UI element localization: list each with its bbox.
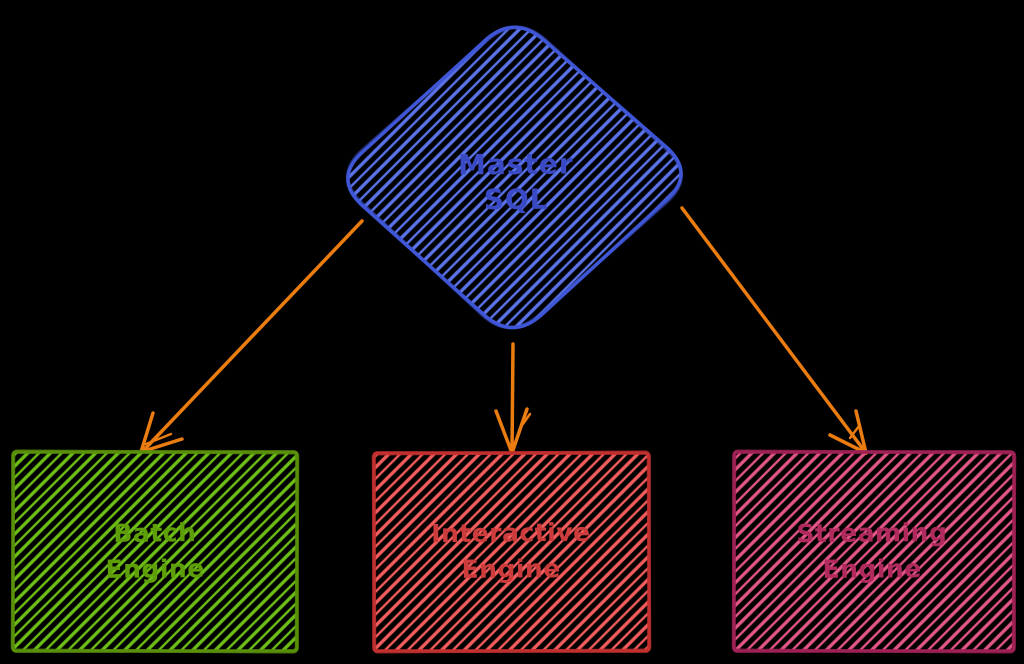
edge-master-sql-to-streaming-engine[interactable] [680, 206, 868, 455]
node-streaming-engine[interactable] [731, 449, 1017, 654]
node-interactive-engine[interactable] [371, 450, 652, 654]
edge-master-sql-to-batch-engine[interactable] [139, 219, 364, 454]
node-master-sql[interactable] [345, 24, 683, 330]
node-batch-engine[interactable] [10, 449, 300, 654]
edge-master-sql-to-interactive-engine[interactable] [494, 342, 532, 455]
